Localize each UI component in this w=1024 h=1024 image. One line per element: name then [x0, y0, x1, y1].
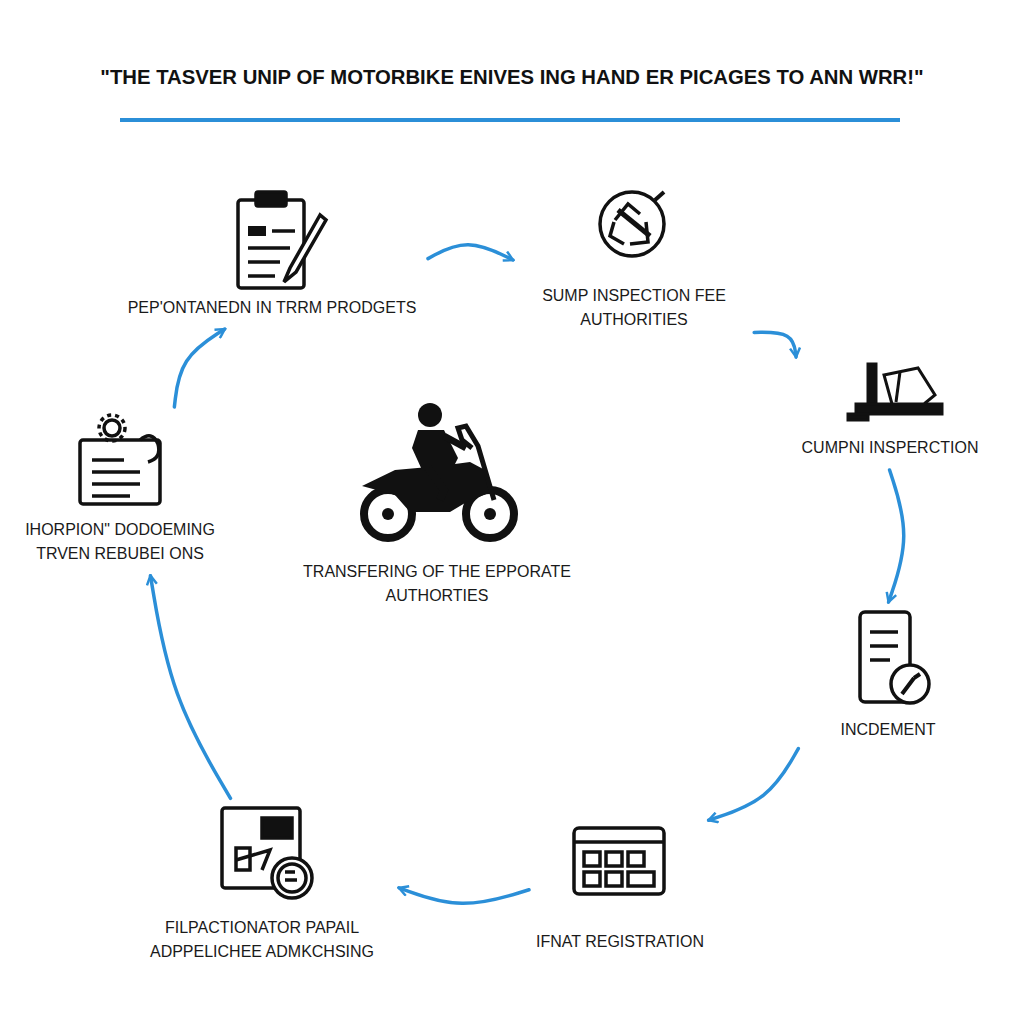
step-label: PEP'ONTANEDN IN TRRM PRODGETS [122, 296, 422, 320]
application-form-icon [222, 808, 312, 898]
step-label: CUMPNI INSPERCTION [790, 436, 990, 460]
flow-arrow [754, 332, 796, 357]
flow-arrow [174, 329, 224, 407]
process-step: CUMPNI INSPERCTION [790, 360, 990, 464]
step-label: FILPACTIONATOR PAPAIL ADPPELICHEE ADMKCH… [131, 916, 393, 964]
registration-window-icon [574, 828, 664, 894]
document-gear-icon [80, 415, 160, 504]
clipboard-icon [238, 192, 326, 288]
flow-arrow [709, 749, 799, 821]
process-step: PEP'ONTANEDN IN TRRM PRODGETS [122, 188, 422, 324]
process-step: INCDEMENT [803, 608, 973, 746]
flow-arrow [428, 245, 513, 260]
process-step: IFNAT REGISTRATION [535, 824, 705, 958]
device-icon [860, 612, 929, 703]
process-step: FILPACTIONATOR PAPAIL ADPPELICHEE ADMKCH… [131, 804, 393, 968]
flow-arrow [889, 470, 904, 602]
step-label: IFNAT REGISTRATION [535, 930, 705, 954]
step-label: IHORPION" DODOEMING TRVEN REBUBEI ONS [10, 518, 230, 566]
process-step: SUMP INSPECTION FEE AUTHORITIES [519, 188, 749, 336]
step-label: INCDEMENT [803, 718, 973, 742]
flow-arrow [399, 888, 529, 903]
title-underline [120, 118, 900, 122]
diagram-title: "THE TASVER UNIP OF MOTORBIKE ENIVES ING… [0, 66, 1024, 89]
process-step: IHORPION" DODOEMING TRVEN REBUBEI ONS [10, 412, 230, 570]
inspection-machine-icon [848, 364, 942, 420]
motorbike-illustration [362, 403, 514, 538]
center-caption: TRANSFERING OF THE EPPORATE AUTHORTIES [282, 560, 592, 608]
flow-arrow [150, 576, 230, 799]
recycle-icon [600, 192, 664, 256]
step-label: SUMP INSPECTION FEE AUTHORITIES [519, 284, 749, 332]
